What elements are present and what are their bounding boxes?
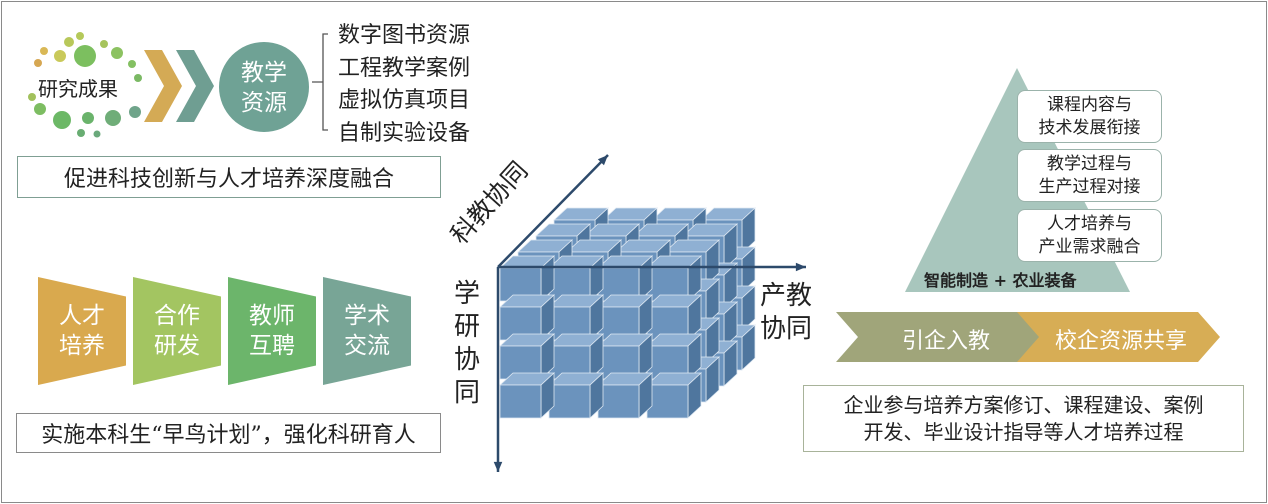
arrow-enterprise bbox=[836, 312, 1052, 362]
pyramid-item: 人才培养与产业需求融合 bbox=[1017, 209, 1162, 262]
resource-circle bbox=[219, 42, 309, 132]
chevron-teal-icon bbox=[176, 50, 214, 122]
cube-front-face bbox=[499, 384, 542, 419]
academic-item: 教师互聘 bbox=[228, 277, 316, 385]
academic-item: 人才培养 bbox=[38, 277, 126, 385]
bracket-icon bbox=[312, 33, 328, 131]
axis-science bbox=[497, 154, 609, 268]
academic-item: 合作研发 bbox=[133, 277, 221, 385]
resource-list: 数字图书资源 工程教学案例 虚拟仿真项目 自制实验设备 bbox=[338, 20, 470, 150]
arrowhead-icon bbox=[597, 155, 608, 166]
axis-label-industry: 产教协同 bbox=[760, 281, 813, 344]
axis-label-academic: 学研协同 bbox=[453, 279, 480, 408]
arrow-share bbox=[1017, 312, 1220, 362]
industry-summary: 企业参与培养方案修订、课程建设、案例开发、毕业设计指导等人才培养过程 bbox=[803, 385, 1244, 452]
pyramid-item: 教学过程与生产过程对接 bbox=[1017, 149, 1162, 202]
pyramid-item: 课程内容与技术发展衔接 bbox=[1017, 90, 1162, 143]
arrowhead-icon bbox=[795, 262, 806, 272]
resource-circle-label: 教学资源 bbox=[241, 60, 287, 116]
list-item: 工程教学案例 bbox=[338, 55, 471, 81]
academic-summary: 实施本科生“早鸟计划”，强化科研育人 bbox=[16, 413, 441, 453]
list-item: 数字图书资源 bbox=[338, 23, 471, 48]
pyramid-base-label: 智能制造 + 农业装备 bbox=[924, 271, 1077, 290]
arrow-enterprise-label: 引企入教 bbox=[901, 329, 990, 354]
list-item: 自制实验设备 bbox=[338, 120, 471, 146]
research-summary: 促进科技创新与人才培养深度融合 bbox=[17, 156, 441, 198]
dot-ring-icon bbox=[28, 32, 142, 138]
research-label: 研究成果 bbox=[38, 77, 118, 101]
research-graphic bbox=[28, 32, 328, 138]
list-item: 虚拟仿真项目 bbox=[338, 88, 471, 113]
chevron-gold-icon bbox=[144, 50, 182, 122]
arrow-share-label: 校企资源共享 bbox=[1054, 329, 1187, 354]
arrowhead-icon bbox=[493, 461, 503, 472]
academic-item: 学术交流 bbox=[323, 277, 411, 385]
